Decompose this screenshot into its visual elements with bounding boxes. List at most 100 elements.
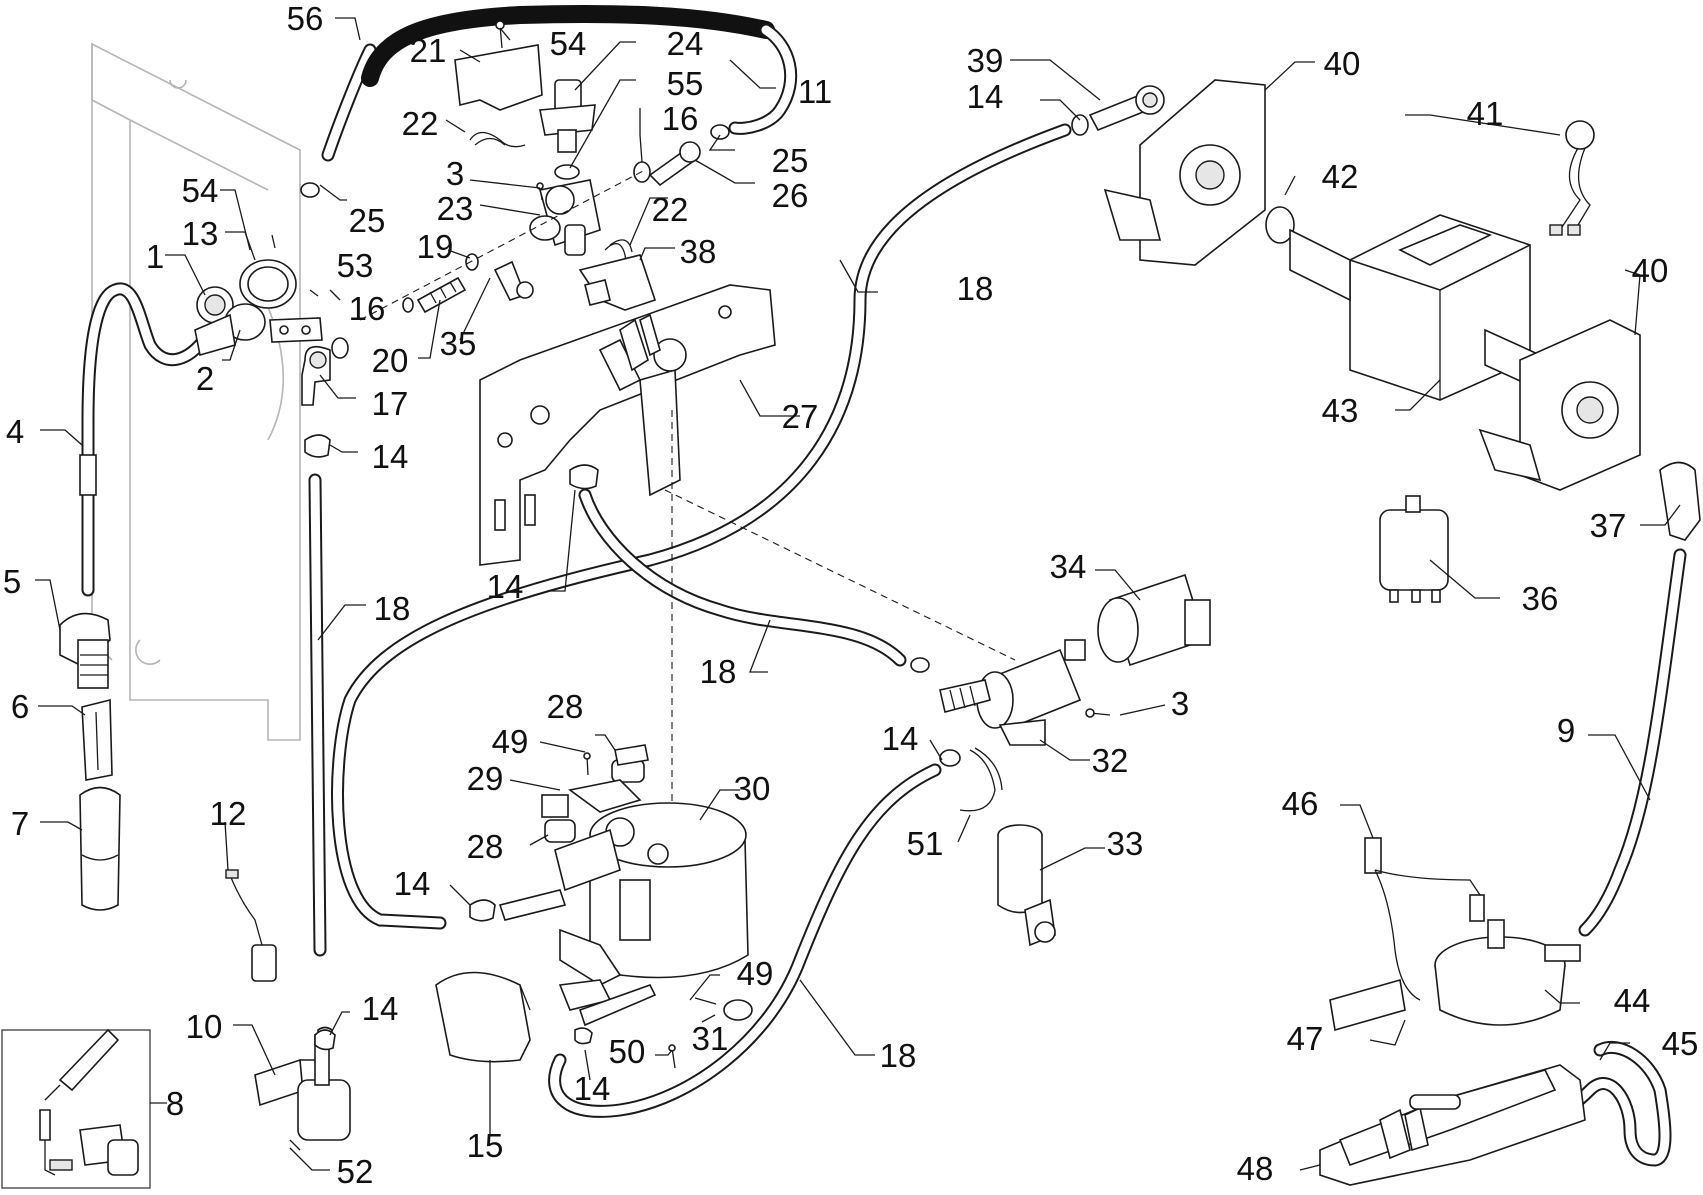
part-41-cable [1549, 120, 1595, 236]
part-31-parts [694, 997, 753, 1021]
part-43-pump [1289, 214, 1541, 401]
part-10-valve-bracket [254, 1026, 351, 1151]
label-15: 15 [467, 1127, 504, 1164]
label-51: 51 [907, 825, 944, 862]
label-22-upper: 22 [402, 105, 439, 142]
label-30: 30 [734, 770, 771, 807]
part-38-holder [578, 254, 657, 311]
part-14-clamp-bottom-left [314, 1029, 336, 1051]
hose-11 [728, 23, 798, 135]
part-26-fitting [648, 141, 701, 187]
part-46-connector [1364, 837, 1485, 1001]
part-14-clamp-boiler [469, 899, 593, 1045]
label-2: 2 [196, 360, 214, 397]
label-28-top: 28 [547, 688, 584, 725]
label-49-upper: 49 [492, 723, 529, 760]
label-24: 24 [667, 25, 704, 62]
hose-56-insulated [321, 4, 775, 162]
part-48-tray [1319, 1064, 1586, 1186]
label-17: 17 [372, 385, 409, 422]
leader-lines [35, 17, 1681, 1171]
label-34: 34 [1050, 548, 1087, 585]
part-51-clip [959, 747, 1003, 812]
label-54-left: 54 [182, 172, 219, 209]
label-44: 44 [1614, 982, 1651, 1019]
label-4: 4 [6, 413, 24, 450]
part-1-steam-valve [196, 286, 234, 324]
part-12-sensor [225, 869, 277, 982]
part-14-clamps-right [910, 657, 961, 767]
hose-clamp-parts [300, 124, 730, 198]
label-40-lower: 40 [1632, 252, 1669, 289]
label-39: 39 [967, 42, 1004, 79]
part-17-elbow [301, 345, 331, 406]
label-14-boiler: 14 [394, 865, 431, 902]
label-41: 41 [1467, 95, 1504, 132]
label-22-middle: 22 [652, 191, 689, 228]
label-7: 7 [11, 805, 29, 842]
label-43: 43 [1322, 392, 1359, 429]
label-16-left: 16 [349, 290, 386, 327]
label-52: 52 [337, 1153, 374, 1190]
label-45: 45 [1662, 1025, 1699, 1062]
label-5: 5 [3, 563, 21, 600]
part-27-mounting-plate [479, 284, 776, 566]
label-18-middle: 18 [700, 653, 737, 690]
part-20-nipple [402, 276, 467, 314]
part-39-fitting [1088, 85, 1165, 132]
part-55-oring [554, 164, 580, 180]
part-2-knob [194, 303, 266, 357]
label-55: 55 [667, 65, 704, 102]
hose-18-lower [548, 763, 942, 1118]
label-14-left: 14 [372, 438, 409, 475]
label-1: 1 [146, 238, 164, 275]
label-54-top: 54 [550, 25, 587, 62]
label-14-middle: 14 [487, 568, 524, 605]
part-50-screw [668, 1044, 676, 1069]
part-13-gasket [239, 259, 297, 309]
part-42-oring [1265, 206, 1295, 244]
label-14-right-middle: 14 [882, 720, 919, 757]
label-25-upper: 25 [772, 142, 809, 179]
label-40-upper: 40 [1324, 45, 1361, 82]
label-53: 53 [337, 247, 374, 284]
label-10: 10 [186, 1008, 223, 1045]
part-40-pump-mount-lower [1478, 319, 1641, 491]
label-14-bottom: 14 [574, 1070, 611, 1107]
part-labels: 56 54 21 24 55 11 22 16 25 3 26 23 22 19… [3, 0, 1699, 1190]
part-37-elbow [1659, 461, 1701, 541]
label-38: 38 [680, 233, 717, 270]
part-19-oring [465, 253, 479, 271]
label-21: 21 [410, 32, 447, 69]
label-16-upper: 16 [662, 100, 699, 137]
part-23-valve-block [529, 179, 601, 256]
part-47-label [1329, 978, 1406, 1032]
part-24-valve [539, 79, 596, 153]
part-33-cylinder [997, 824, 1056, 947]
label-11: 11 [798, 73, 832, 110]
label-48: 48 [1237, 1150, 1274, 1187]
label-8: 8 [166, 1085, 184, 1122]
inset-8-box [1, 1028, 151, 1189]
part-28-thermostat-top [611, 744, 649, 783]
label-18-left: 18 [374, 590, 411, 627]
label-25-left: 25 [349, 202, 386, 239]
part-40-pump-mount-upper [1103, 79, 1266, 266]
part-30-boiler [498, 802, 749, 1027]
part-14-clamp-middle [569, 464, 599, 490]
part-5-tap [59, 612, 111, 689]
part-54-screw-top [495, 20, 505, 49]
part-53-bracket [269, 234, 323, 343]
label-9: 9 [1557, 712, 1575, 749]
part-44-flowmeter [1434, 919, 1581, 1026]
part-14-clamp-left [304, 434, 331, 458]
label-26: 26 [772, 177, 809, 214]
label-3-upper: 3 [446, 155, 464, 192]
label-42: 42 [1322, 158, 1359, 195]
label-14-bottom-left: 14 [362, 990, 399, 1027]
label-50: 50 [609, 1033, 646, 1070]
label-23: 23 [437, 190, 474, 227]
label-31: 31 [692, 1020, 729, 1057]
label-47: 47 [1287, 1020, 1324, 1057]
